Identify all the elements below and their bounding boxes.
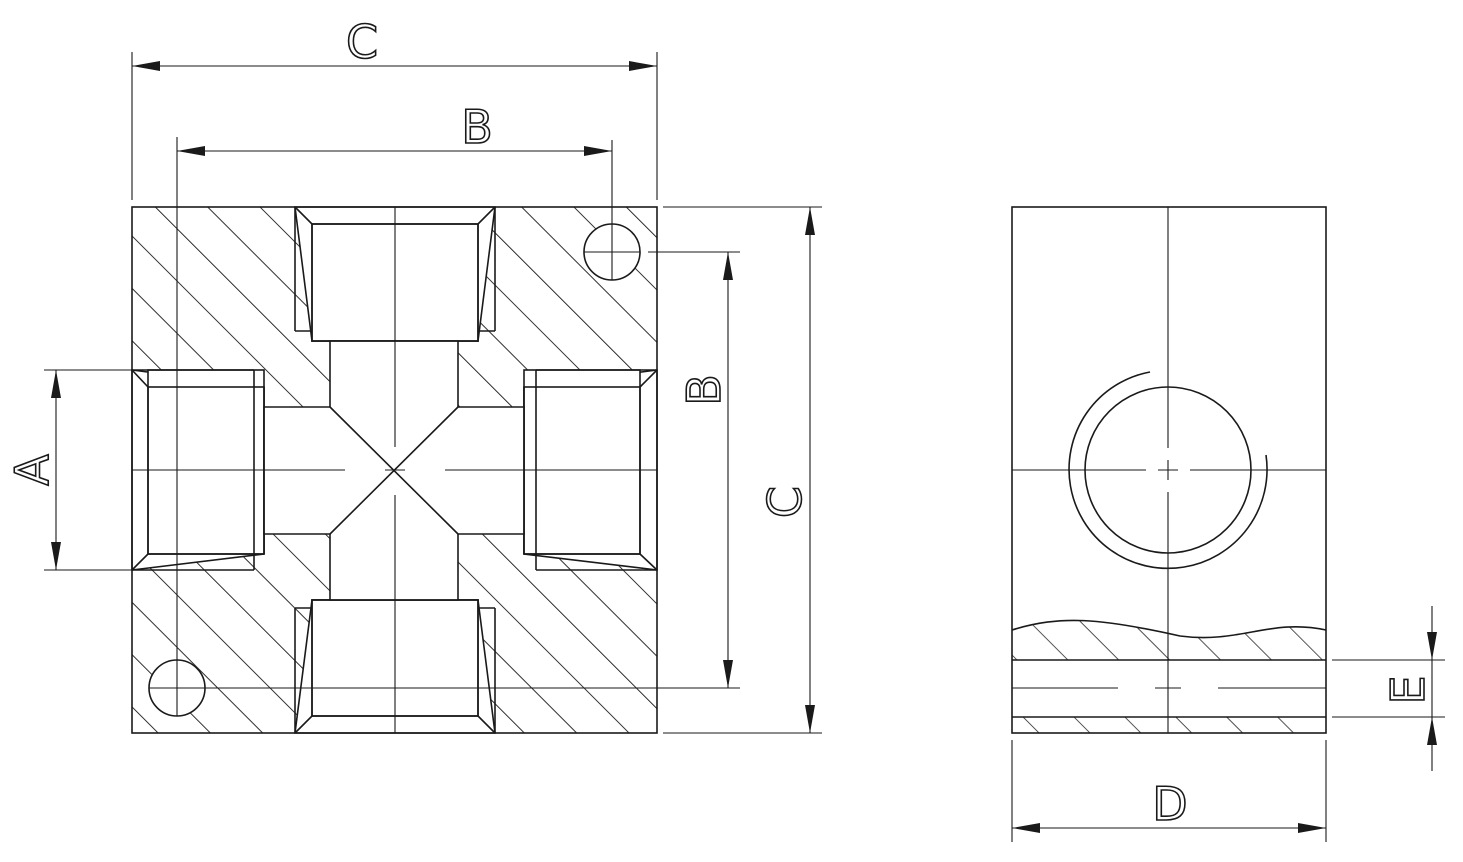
label-c-top: C bbox=[346, 15, 378, 69]
dimension-e-right: E bbox=[1332, 606, 1445, 771]
side-dimensions: D E bbox=[1011, 606, 1445, 842]
break-line bbox=[1011, 619, 1327, 639]
dimension-d-bottom: D bbox=[1011, 740, 1327, 842]
label-c-right: C bbox=[758, 486, 812, 518]
port-right bbox=[523, 369, 641, 555]
label-e-right: E bbox=[1381, 675, 1435, 704]
dimension-a-left: A bbox=[4, 369, 132, 571]
dimension-c-top: C bbox=[131, 14, 658, 200]
side-view bbox=[1011, 206, 1327, 734]
dimension-c-right: C bbox=[663, 206, 822, 734]
side-thread-arc bbox=[1068, 371, 1268, 570]
dimension-b-top: B bbox=[177, 99, 612, 156]
front-center-lines bbox=[132, 137, 657, 733]
front-dimensions: C B A B bbox=[4, 14, 822, 734]
front-view bbox=[131, 137, 658, 734]
side-center-lines bbox=[1012, 207, 1326, 733]
label-b-top: B bbox=[461, 100, 493, 154]
label-d-bottom: D bbox=[1152, 777, 1187, 831]
dimension-b-right: B bbox=[205, 251, 740, 689]
port-left bbox=[147, 369, 265, 555]
label-b-right: B bbox=[677, 374, 731, 406]
label-a-left: A bbox=[5, 454, 59, 486]
